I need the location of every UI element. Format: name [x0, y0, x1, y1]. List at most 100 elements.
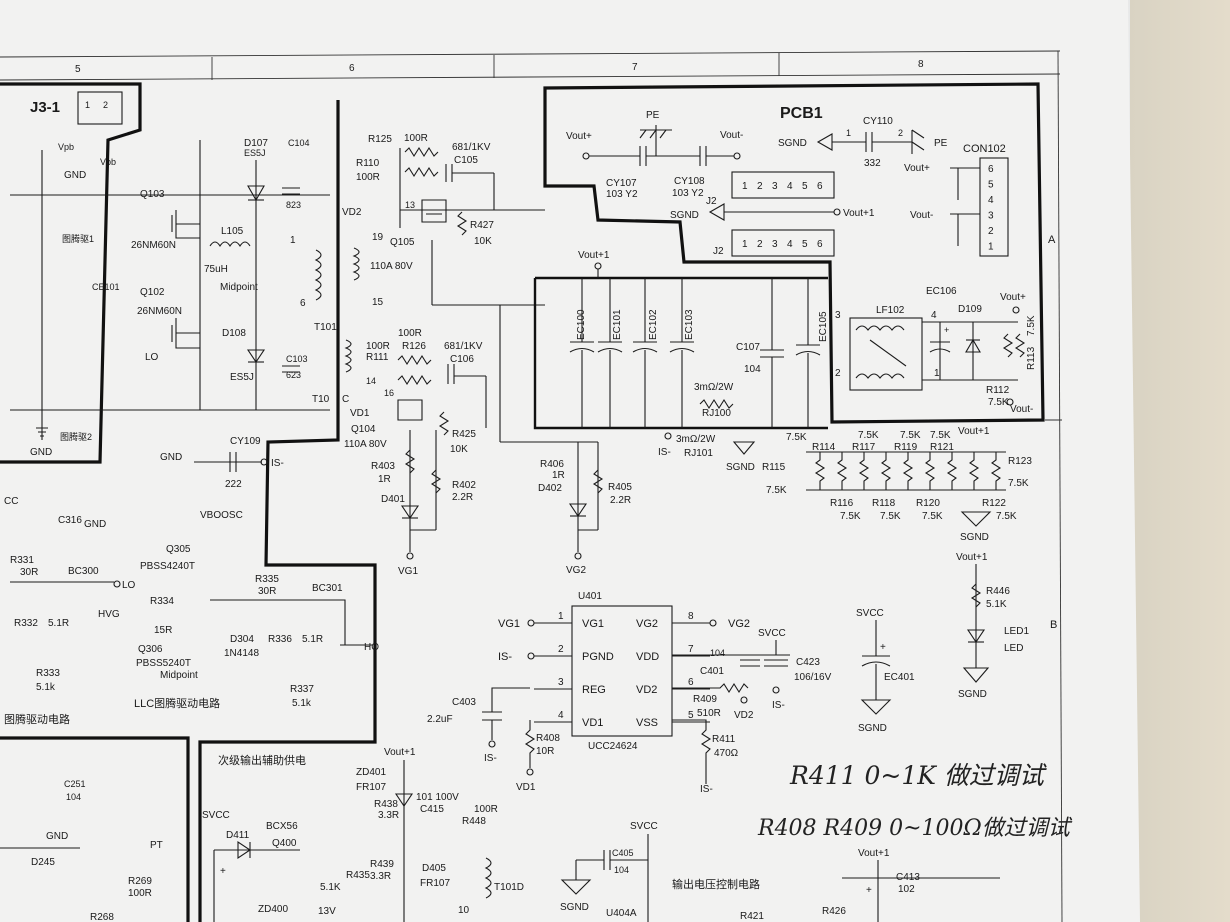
vout-plus1-net-label-bus: Vout+1	[578, 250, 610, 261]
d245-label: D245	[31, 857, 55, 868]
paper-edge	[1130, 0, 1230, 922]
sync-rectifier-block: R125 100R R110 100R 681/1KV C105 VD2 13 …	[312, 133, 632, 577]
r334-label: R334	[150, 596, 174, 607]
block-borders	[0, 82, 1045, 922]
r427-value: 10K	[474, 236, 492, 247]
r332-value: 5.1R	[48, 618, 69, 629]
d405-label: D405	[422, 863, 446, 874]
d109-label: D109	[958, 304, 982, 315]
r435-value: 5.1K	[320, 882, 341, 893]
svg-text:6: 6	[300, 298, 306, 309]
lo-net-label: LO	[145, 352, 159, 363]
r268-label: R268	[90, 912, 114, 922]
u401-pin-net-label: IS-	[498, 651, 512, 663]
con102-label: CON102	[963, 143, 1006, 155]
j3-connector-label: J3-1	[30, 99, 60, 116]
c423-value: 106/16V	[794, 672, 832, 683]
pcb1-block: PCB1 Vout+ Vout- PE CY107 103 Y2 CY108 1…	[566, 105, 1037, 415]
r427-label: R427	[470, 220, 494, 231]
u401-pin-number: 1	[558, 611, 564, 622]
vout-minus-net-label-con: Vout-	[910, 210, 933, 221]
cy110-value: 332	[864, 158, 881, 169]
j2-top-label: J2	[706, 196, 717, 207]
gnd-net-label-d245: GND	[46, 831, 68, 842]
ladder-resistor	[946, 452, 958, 490]
column-label-8: 8	[918, 59, 924, 70]
svg-text:1: 1	[934, 368, 940, 379]
t10-label: T10	[312, 394, 330, 405]
c103-value: 623	[286, 370, 301, 380]
r331-value: 30R	[20, 567, 38, 578]
svg-text:C316: C316	[58, 515, 82, 526]
led1-label: LED1	[1004, 626, 1029, 637]
r421-label: R421	[740, 911, 764, 922]
row-label-b: B	[1050, 619, 1057, 631]
svg-text:4: 4	[931, 310, 937, 321]
r408-value: 10R	[536, 746, 554, 757]
svg-text:2: 2	[103, 100, 108, 110]
j2-pin-number: 1	[742, 239, 748, 250]
vout-minus-net-label-cy: Vout-	[720, 130, 743, 141]
r439-label: R439	[370, 859, 394, 870]
drive-2-label: 图腾驱2	[60, 431, 92, 442]
t101d-label: T101D	[494, 882, 524, 893]
r446-label: R446	[986, 586, 1010, 597]
j2-pin-number: 4	[787, 181, 793, 192]
r115-label: R115	[762, 462, 786, 473]
c-label: C	[342, 394, 349, 405]
r114-value: 7.5K	[786, 432, 807, 443]
con102-pin-number: 5	[988, 180, 994, 191]
u401-pin-name: PGND	[582, 651, 614, 663]
sgnd-net-label-j2: SGND	[670, 210, 699, 221]
r335-value: 30R	[258, 586, 276, 597]
r446-value: 5.1K	[986, 599, 1007, 610]
is-minus-net-label-rj: IS-	[658, 447, 671, 458]
column-label-6: 6	[349, 63, 355, 74]
svg-text:19: 19	[372, 232, 384, 243]
svcc-net-label-aux: SVCC	[202, 810, 230, 821]
u401-net-terminal	[527, 652, 535, 660]
q104-value: 110A 80V	[344, 439, 387, 450]
svg-text:10: 10	[458, 905, 470, 916]
is-minus-net-label-r411: IS-	[700, 784, 713, 795]
u401-pin-number: 7	[688, 644, 694, 655]
ladder-resistor	[924, 452, 936, 490]
svg-text:2: 2	[898, 128, 903, 138]
vout-plus-net-label-con: Vout+	[904, 163, 930, 174]
r334-value: 15R	[154, 625, 172, 636]
paper-sheet	[0, 0, 1140, 922]
svg-text:15: 15	[372, 297, 384, 308]
c413-value: 102	[898, 884, 915, 895]
u401-pin-number: 4	[558, 710, 564, 721]
ec102-label: EC102	[648, 309, 659, 340]
c403-label: C403	[452, 697, 476, 708]
u401-pin-name: VDD	[636, 651, 659, 663]
j2-bottom-connector	[731, 229, 835, 257]
r120-label: R120	[916, 498, 940, 509]
r112-label: R112	[986, 385, 1010, 396]
ec101-label: EC101	[612, 309, 623, 340]
u401-pin-net-label: VG2	[728, 618, 750, 630]
svg-text:14: 14	[366, 376, 376, 386]
d107-value: ES5J	[244, 148, 266, 158]
u404a-label: U404A	[606, 908, 637, 919]
con102-pin-number: 2	[988, 226, 994, 237]
u401-pin-name: VD1	[582, 717, 603, 729]
q306-part: PBSS5240T	[136, 658, 191, 669]
q305-label: Q305	[166, 544, 191, 555]
r269-label: R269	[128, 876, 152, 887]
r126-label: R126	[402, 341, 426, 352]
r426-label: R426	[822, 906, 846, 917]
q400-label: Q400	[272, 838, 297, 849]
ladder-resistor	[990, 452, 1002, 490]
u401-pin-name: VG1	[582, 618, 604, 630]
u401-label: U401	[578, 591, 602, 602]
vout-plus1-net-label-ctrl: Vout+1	[858, 848, 890, 859]
con102-pin-number: 3	[988, 211, 994, 222]
c415-value: 101 100V	[416, 792, 459, 803]
sgnd-net-label-ctrl: SGND	[560, 902, 589, 913]
pcb1-title: PCB1	[780, 105, 823, 122]
r121-value: 7.5K	[930, 430, 951, 441]
c401-value: 104	[710, 648, 725, 658]
